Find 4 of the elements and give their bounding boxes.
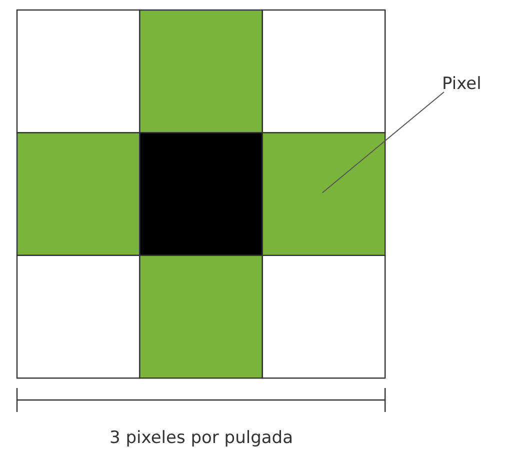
dimension-label: 3 pixeles por pulgada (110, 428, 294, 448)
pixel-cell (262, 132, 386, 256)
part-label: Pixel (442, 74, 482, 94)
leader-line (322, 92, 444, 194)
